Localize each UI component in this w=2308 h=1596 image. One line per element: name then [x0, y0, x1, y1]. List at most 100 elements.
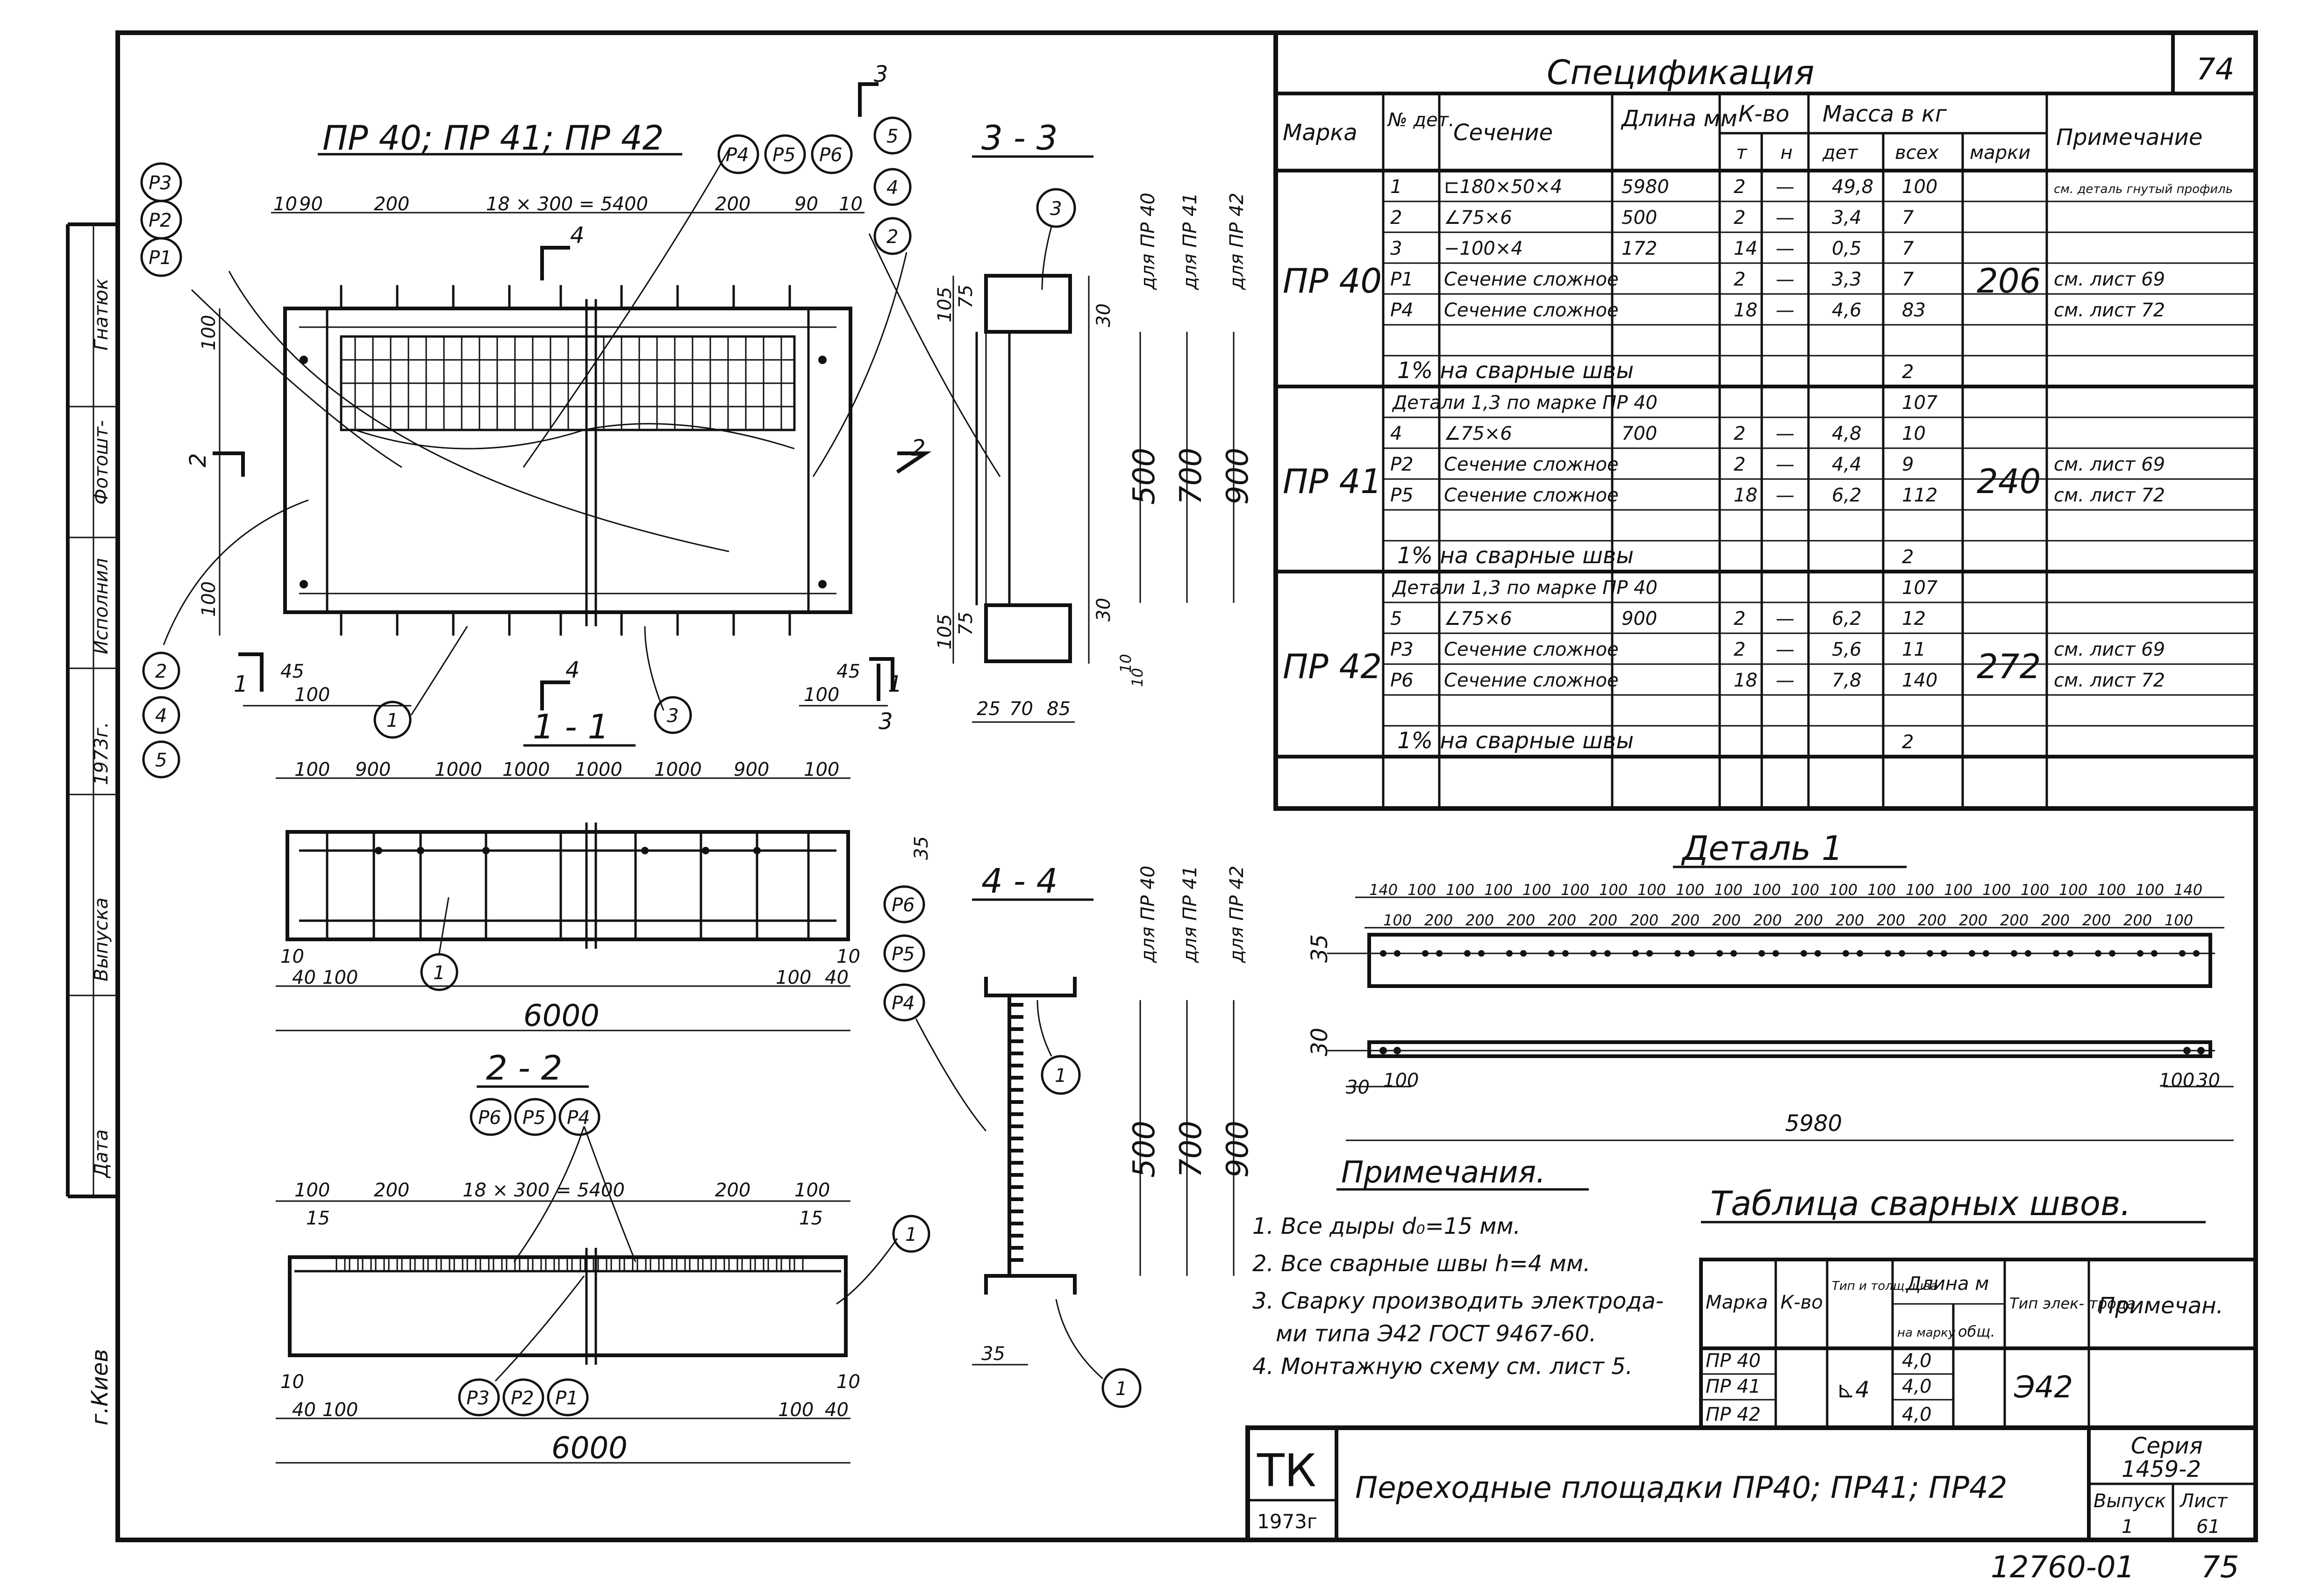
- dim-label: 30: [1346, 1077, 1370, 1098]
- dim-label: 10: [1117, 654, 1135, 673]
- callout-label: 1: [1055, 1065, 1066, 1087]
- note-line: 4. Монтажную схему см. лист 5.: [1252, 1353, 1633, 1380]
- spec-note: см. лист 72: [2054, 300, 2165, 321]
- callout-label: P2: [511, 1388, 534, 1409]
- callout-label: P5: [522, 1107, 546, 1129]
- height-value: 700: [1174, 1121, 1208, 1178]
- spec-cell: —: [1776, 176, 1794, 198]
- callouts-plan: P3 P2 P1 P4 P5 P6 5 4 2 2 4 5 1 3: [140, 116, 912, 779]
- callout-label: 3: [667, 705, 679, 727]
- plan-view: [163, 149, 1001, 716]
- dim-label: 100: [804, 684, 839, 706]
- plan-title: ПР 40; ПР 41; ПР 42: [322, 118, 664, 157]
- height-value: 500: [1127, 1121, 1162, 1178]
- spec-cell: 2: [1734, 454, 1745, 475]
- weld-row-mark: ПР 40: [1706, 1350, 1761, 1372]
- series-label: Серия: [2131, 1433, 2203, 1459]
- footer-code: 12760-01: [1991, 1550, 2135, 1585]
- issue-label: Выпуск: [2094, 1490, 2166, 1512]
- dim-label: 10: [839, 193, 863, 215]
- spec-cell: 10: [1902, 423, 1926, 444]
- spec-base-label: Детали 1,3 по марке ПР 40: [1392, 392, 1658, 414]
- dim-label: 200: [374, 193, 409, 215]
- spec-cell: 2: [1734, 608, 1745, 630]
- dim-label: 100: [1906, 881, 1934, 899]
- series-value: 1459-2: [2122, 1456, 2201, 1482]
- dim-label: 200: [1836, 911, 1864, 929]
- spec-cell: 9: [1902, 454, 1914, 475]
- stamp-label: Фотошт-: [91, 420, 112, 505]
- spec-cell: 6,2: [1832, 608, 1862, 630]
- section-2-2-dims: 100 200 18 × 300 = 5400 200 100 15 15 10…: [280, 1180, 860, 1466]
- spec-weld-label: 1% на сварные швы: [1397, 543, 1634, 569]
- dim-label: 85: [1047, 698, 1071, 720]
- spec-cell: 3: [1390, 238, 1402, 259]
- callout-label: P4: [726, 144, 749, 166]
- spec-cell: ⊏180×50×4: [1444, 176, 1562, 198]
- title-org: ТК: [1257, 1445, 1316, 1497]
- section-1-1-dims: 100 900 1000 1000 1000 1000 900 100 35 1…: [280, 759, 932, 1033]
- weld-header: Тип и толщ. шва: [1832, 1279, 1938, 1293]
- dim-label: 35: [1307, 934, 1333, 963]
- spec-cell: —: [1776, 454, 1794, 475]
- dim-label: 1000: [435, 759, 482, 780]
- spec-note: см. лист 72: [2054, 485, 2165, 506]
- height-labels-33: для ПР 40 для ПР 41 для ПР 42 500 700 90…: [1127, 193, 1255, 603]
- dim-label: 1000: [654, 759, 702, 780]
- dim-label: 200: [1918, 911, 1946, 929]
- spec-cell: 2: [1734, 207, 1745, 229]
- dim-label: 140: [1369, 881, 1398, 899]
- callout-label: P1: [149, 247, 172, 269]
- weld-header: общ.: [1958, 1323, 1995, 1340]
- section-2-2: P6 P5 P4 1 P3 P2 P1: [276, 1098, 930, 1464]
- spec-cell: 49,8: [1832, 176, 1873, 198]
- callout-label: 1: [433, 962, 445, 984]
- dim-label: 10: [280, 946, 304, 967]
- dim-label: 25: [977, 698, 1000, 720]
- sheet-corner-number: 74: [2196, 52, 2234, 87]
- spec-cell: P4: [1390, 300, 1414, 321]
- dim-label: 200: [2123, 911, 2152, 929]
- spec-cell: 2: [1734, 423, 1745, 444]
- section-title: 4 - 4: [981, 861, 1058, 901]
- height-label: для ПР 42: [1226, 866, 1248, 963]
- spec-cell: 11: [1902, 639, 1926, 660]
- spec-cell: 7: [1902, 238, 1914, 259]
- dim-label: 200: [2000, 911, 2029, 929]
- dim-label: 100: [1714, 881, 1743, 899]
- spec-cell: 5,6: [1832, 639, 1862, 660]
- dim-label: 100: [1637, 881, 1666, 899]
- dim-label: 200: [1877, 911, 1905, 929]
- spec-cell: 2: [1734, 639, 1745, 660]
- callout-label: P4: [567, 1107, 590, 1129]
- callout-label: P2: [149, 210, 172, 231]
- weld-row-mark: ПР 41: [1706, 1376, 1761, 1397]
- spec-header: всех: [1895, 142, 1939, 164]
- note-line: ми типа Э42 ГОСТ 9467-60.: [1276, 1321, 1596, 1347]
- dim-label: 70: [1009, 698, 1033, 720]
- dim-label: 100: [1829, 881, 1858, 899]
- section-3-3-dims: 105 75 105 75 30 30 10 10 25 70 85: [934, 285, 1146, 720]
- weld-row-length: 4,0: [1902, 1404, 1932, 1425]
- spec-cell: 1: [1390, 176, 1402, 198]
- dim-label: 100: [1446, 881, 1474, 899]
- height-label: для ПР 40: [1137, 193, 1159, 290]
- grating-pattern: [340, 335, 796, 431]
- spec-cell: 6,2: [1832, 485, 1862, 506]
- spec-cell: 2: [1734, 269, 1745, 290]
- spec-weld-label: 1% на сварные швы: [1397, 728, 1634, 754]
- spec-cell: 18: [1734, 670, 1758, 691]
- spec-cell: ∠75×6: [1444, 423, 1512, 444]
- spec-cell: 100: [1902, 176, 1937, 198]
- dim-label: 40: [292, 967, 316, 988]
- spec-cell: 2: [1390, 207, 1402, 229]
- callout-label: 3: [1050, 198, 1062, 220]
- dim-label: 100: [1383, 1070, 1419, 1091]
- dim-label: 10: [836, 946, 860, 967]
- height-value: 500: [1127, 448, 1162, 505]
- spec-cell: P2: [1390, 454, 1414, 475]
- dim-label: 100: [1599, 881, 1628, 899]
- spec-cell: 4,4: [1832, 454, 1862, 475]
- spec-cell: P3: [1390, 639, 1414, 660]
- spec-cell: Сечение сложное: [1444, 670, 1619, 691]
